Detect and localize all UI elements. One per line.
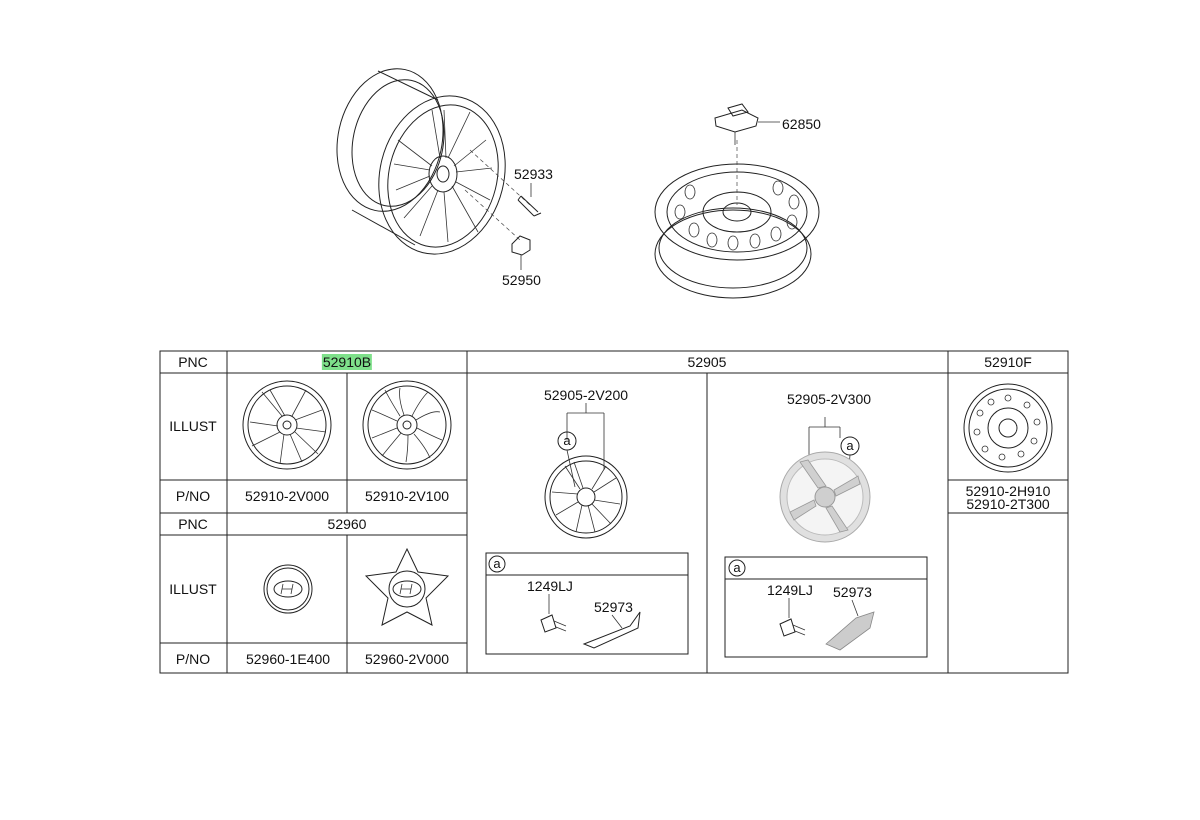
label-lug-nut: 52950: [502, 272, 541, 288]
pno-52905-2v200: 52905-2V200: [543, 387, 629, 403]
callout-a-circle-left: [488, 555, 506, 573]
center-cap-52960-2v000-illustration: [364, 547, 450, 626]
wheel-52910-2v100-illustration: [362, 380, 452, 470]
pno-52905-2v300: 52905-2V300: [786, 391, 872, 407]
bolt-1249lj-right: [779, 598, 806, 637]
spare-wheel: [654, 103, 820, 299]
header-illust-1: ILLUST: [169, 418, 217, 434]
label-lug-bolt: 52933: [514, 166, 553, 182]
header-pnc: PNC: [178, 354, 208, 370]
molding-52973-left: [582, 611, 641, 649]
pnc-52905: 52905: [687, 354, 727, 370]
label-52973-right: 52973: [833, 584, 872, 600]
parts-table-grid: [159, 350, 1069, 674]
pno-52910-2v100: 52910-2V100: [364, 488, 450, 504]
wheel-52905-2v200-illustration: [544, 403, 628, 539]
pnc-52910b-highlight: 52910B: [321, 354, 373, 370]
subbox-a-left-letter: a: [493, 556, 501, 571]
pno-52960-1e400: 52960-1E400: [245, 651, 331, 667]
pno-52910-2h910: 52910-2H910: [965, 483, 1051, 499]
bolt-1249lj-left: [540, 594, 567, 633]
pno-52910-2t300: 52910-2T300: [966, 496, 1050, 512]
wheel-52905-2v300-illustration: [779, 417, 871, 543]
wheel-52910f-illustration: [963, 383, 1053, 473]
header-pno-2: P/NO: [175, 651, 211, 667]
header-illust-2: ILLUST: [169, 581, 217, 597]
pnc-52910b: 52910B: [321, 354, 373, 370]
label-1249lj-right: 1249LJ: [767, 582, 813, 598]
pnc-52960: 52960: [327, 516, 367, 532]
callout-a-2v200: a: [563, 433, 571, 448]
header-pnc-2: PNC: [178, 516, 208, 532]
pnc-52910f: 52910F: [984, 354, 1032, 370]
molding-52973-right: [825, 599, 875, 651]
pno-52960-2v000: 52960-2V000: [364, 651, 450, 667]
label-1249lj-left: 1249LJ: [527, 578, 573, 594]
pno-52910-2v000: 52910-2V000: [244, 488, 330, 504]
center-cap-52960-1e400-illustration: [263, 564, 313, 614]
label-52973-left: 52973: [594, 599, 633, 615]
label-spare-holder: 62850: [782, 116, 821, 132]
header-pno-1: P/NO: [175, 488, 211, 504]
alloy-wheel-exploded: [336, 68, 542, 270]
callout-a-2v300: a: [846, 438, 854, 453]
callout-a-circle-right: [728, 559, 746, 577]
wheel-52910-2v000-illustration: [242, 380, 332, 470]
subbox-a-right-letter: a: [733, 560, 741, 575]
